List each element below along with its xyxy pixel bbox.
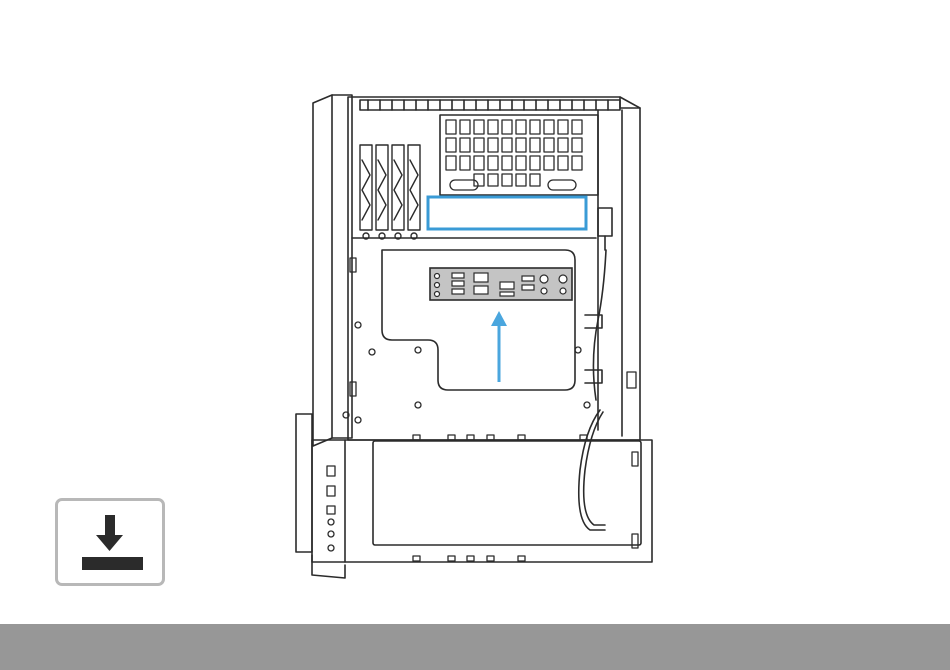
io-shield: [430, 268, 572, 300]
download-arrow-icon: [58, 501, 162, 583]
download-button[interactable]: [55, 498, 165, 586]
expansion-slots: [360, 145, 420, 239]
footer-bar: [0, 624, 950, 670]
front-io-ports: [327, 466, 335, 551]
insertion-arrow-icon: [491, 311, 507, 382]
lower-cage: [312, 440, 652, 562]
io-slot-highlight: [428, 197, 586, 229]
vent-grid: [440, 115, 598, 195]
power-connector: [598, 208, 612, 236]
left-side-panel: [313, 95, 332, 446]
